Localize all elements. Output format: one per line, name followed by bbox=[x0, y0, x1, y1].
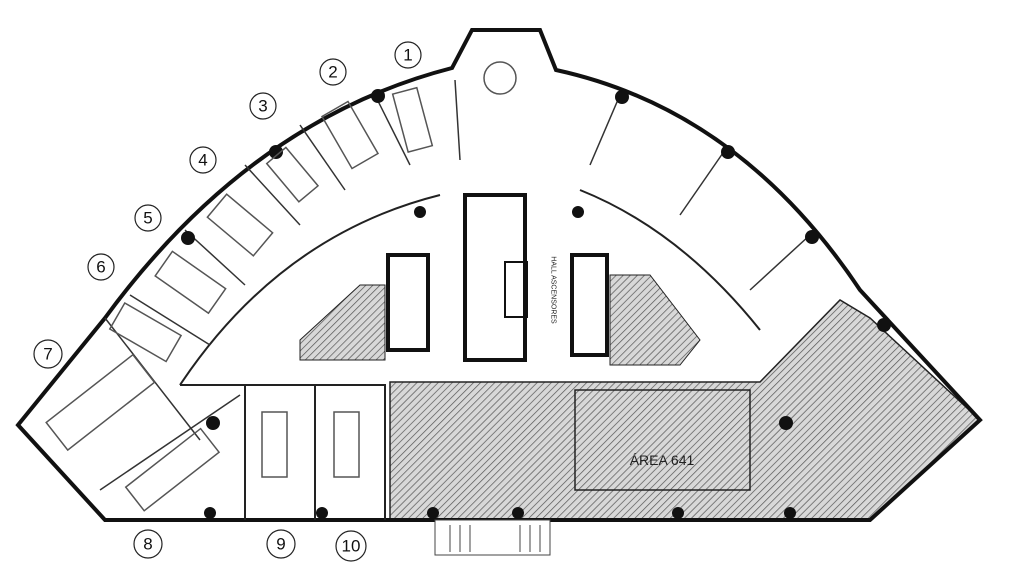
furniture bbox=[45, 61, 517, 512]
room-number: 6 bbox=[96, 258, 105, 277]
inner-corridor bbox=[179, 189, 761, 520]
room-marker-6[interactable]: 6 bbox=[87, 253, 115, 281]
hall-ascensores-label: HALL ASCENSORES bbox=[550, 256, 557, 324]
room-number: 4 bbox=[198, 151, 207, 170]
room-number: 8 bbox=[143, 535, 152, 554]
hatched-core-right bbox=[609, 274, 701, 366]
room-marker-10[interactable]: 10 bbox=[335, 530, 367, 562]
room-marker-5[interactable]: 5 bbox=[134, 204, 162, 232]
room-marker-4[interactable]: 4 bbox=[189, 146, 217, 174]
room-marker-3[interactable]: 3 bbox=[249, 92, 277, 120]
hatched-core-left bbox=[299, 284, 386, 361]
room-marker-1[interactable]: 1 bbox=[394, 41, 422, 69]
area-641-room bbox=[574, 389, 751, 491]
columns bbox=[181, 89, 891, 519]
room-number: 5 bbox=[143, 209, 152, 228]
room-number: 9 bbox=[276, 535, 285, 554]
room-marker-9[interactable]: 9 bbox=[266, 529, 296, 559]
room-marker-8[interactable]: 8 bbox=[133, 529, 163, 559]
room-marker-7[interactable]: 7 bbox=[33, 339, 63, 369]
room-markers: 1 2 3 4 5 6 7 8 9 10 bbox=[33, 41, 422, 562]
room-number: 7 bbox=[43, 345, 52, 364]
building-core bbox=[386, 193, 609, 362]
room-number: 3 bbox=[258, 97, 267, 116]
stairs bbox=[434, 519, 551, 556]
building-outline bbox=[15, 28, 983, 522]
room-marker-2[interactable]: 2 bbox=[319, 58, 347, 86]
room-number: 1 bbox=[403, 46, 412, 65]
room-number: 10 bbox=[342, 537, 361, 556]
area-641-label: ÁREA 641 bbox=[630, 452, 695, 468]
room-dividers bbox=[99, 79, 811, 491]
room-number: 2 bbox=[328, 63, 337, 82]
